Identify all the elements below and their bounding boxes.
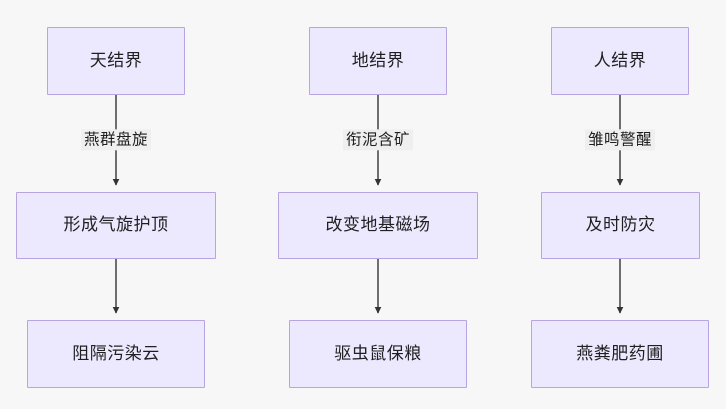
- node-heaven-root[interactable]: 天结界: [47, 27, 185, 95]
- node-earth-mid[interactable]: 改变地基磁场: [278, 192, 478, 259]
- node-human-root[interactable]: 人结界: [551, 27, 689, 95]
- edge-label-earth-1: 衔泥含矿: [342, 129, 414, 151]
- node-heaven-leaf[interactable]: 阻隔污染云: [27, 320, 205, 388]
- node-human-leaf[interactable]: 燕粪肥药圃: [531, 320, 709, 388]
- node-human-mid[interactable]: 及时防灾: [541, 192, 700, 259]
- node-earth-leaf[interactable]: 驱虫鼠保粮: [289, 320, 467, 388]
- node-earth-root[interactable]: 地结界: [309, 27, 447, 95]
- node-heaven-mid[interactable]: 形成气旋护顶: [16, 192, 216, 259]
- edge-label-heaven-1: 燕群盘旋: [80, 129, 152, 151]
- edge-label-human-1: 雏鸣警醒: [584, 129, 656, 151]
